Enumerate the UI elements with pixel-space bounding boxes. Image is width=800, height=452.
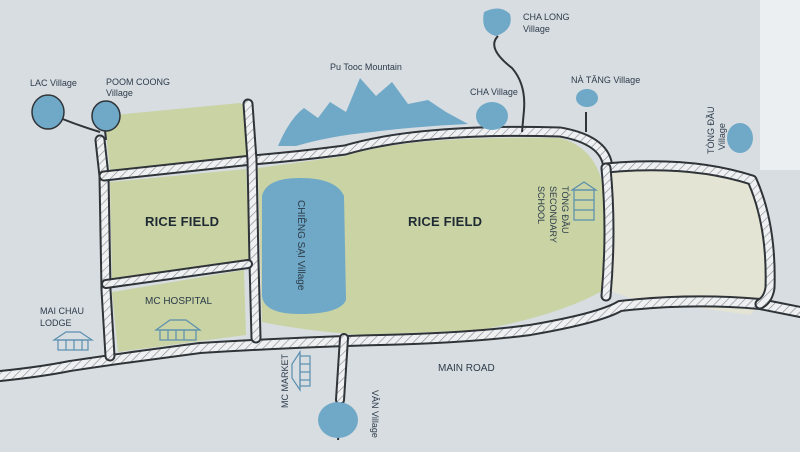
building-icon xyxy=(52,331,94,351)
tong-dau-blob xyxy=(727,123,753,153)
chieng-sai-blob xyxy=(262,178,346,314)
label-van-village: VÂN Village xyxy=(370,390,380,438)
label-rice-field-left: RICE FIELD xyxy=(145,214,220,229)
label-poom-coong-2: Village xyxy=(106,88,133,98)
lac-village-blob xyxy=(31,94,65,130)
label-school-3: SCHOOL xyxy=(536,186,546,225)
roads xyxy=(0,98,800,405)
label-cha-long-2: Village xyxy=(523,24,550,34)
label-na-tang: NÀ TĂNG Village xyxy=(571,75,641,85)
na-tang-blob xyxy=(576,89,598,107)
field-top-left xyxy=(104,103,254,170)
field-hospital xyxy=(112,270,246,352)
label-cha-village: CHA Village xyxy=(470,87,518,97)
label-school-1: TÒNG ĐẦU xyxy=(560,186,570,234)
label-tong-dau-1: TÒNG ĐẦU xyxy=(706,106,716,154)
cha-long-blob xyxy=(483,8,511,36)
label-mc-hospital: MC HOSPITAL xyxy=(145,296,213,307)
label-lac-village: LAC Village xyxy=(30,78,77,88)
paper-fold xyxy=(760,0,800,170)
label-pu-tooc: Pu Tooc Mountain xyxy=(330,62,402,72)
building-icon xyxy=(570,181,598,221)
mountain xyxy=(278,78,468,146)
label-mai-chau-2: LODGE xyxy=(40,318,72,328)
building-icon xyxy=(154,319,202,341)
cha-village-blob xyxy=(476,102,508,130)
field-rice-left xyxy=(110,169,250,280)
label-mc-market: MC MARKET xyxy=(280,354,290,408)
label-main-road: MAIN ROAD xyxy=(438,363,495,374)
van-village-blob xyxy=(318,402,358,438)
label-rice-field-center: RICE FIELD xyxy=(408,214,483,229)
building-icon xyxy=(291,350,311,392)
poom-coong-blob xyxy=(91,100,121,132)
label-tong-dau-2: Village xyxy=(717,123,727,150)
label-poom-coong-1: POOM COONG xyxy=(106,77,171,87)
label-chieng-sai: CHIỀNG SẠI Village xyxy=(295,200,306,291)
label-school-2: SECONDARY xyxy=(548,186,558,243)
label-mai-chau-1: MAI CHAU xyxy=(40,306,85,316)
field-right xyxy=(608,169,768,315)
label-cha-long-1: CHA LONG xyxy=(523,12,570,22)
